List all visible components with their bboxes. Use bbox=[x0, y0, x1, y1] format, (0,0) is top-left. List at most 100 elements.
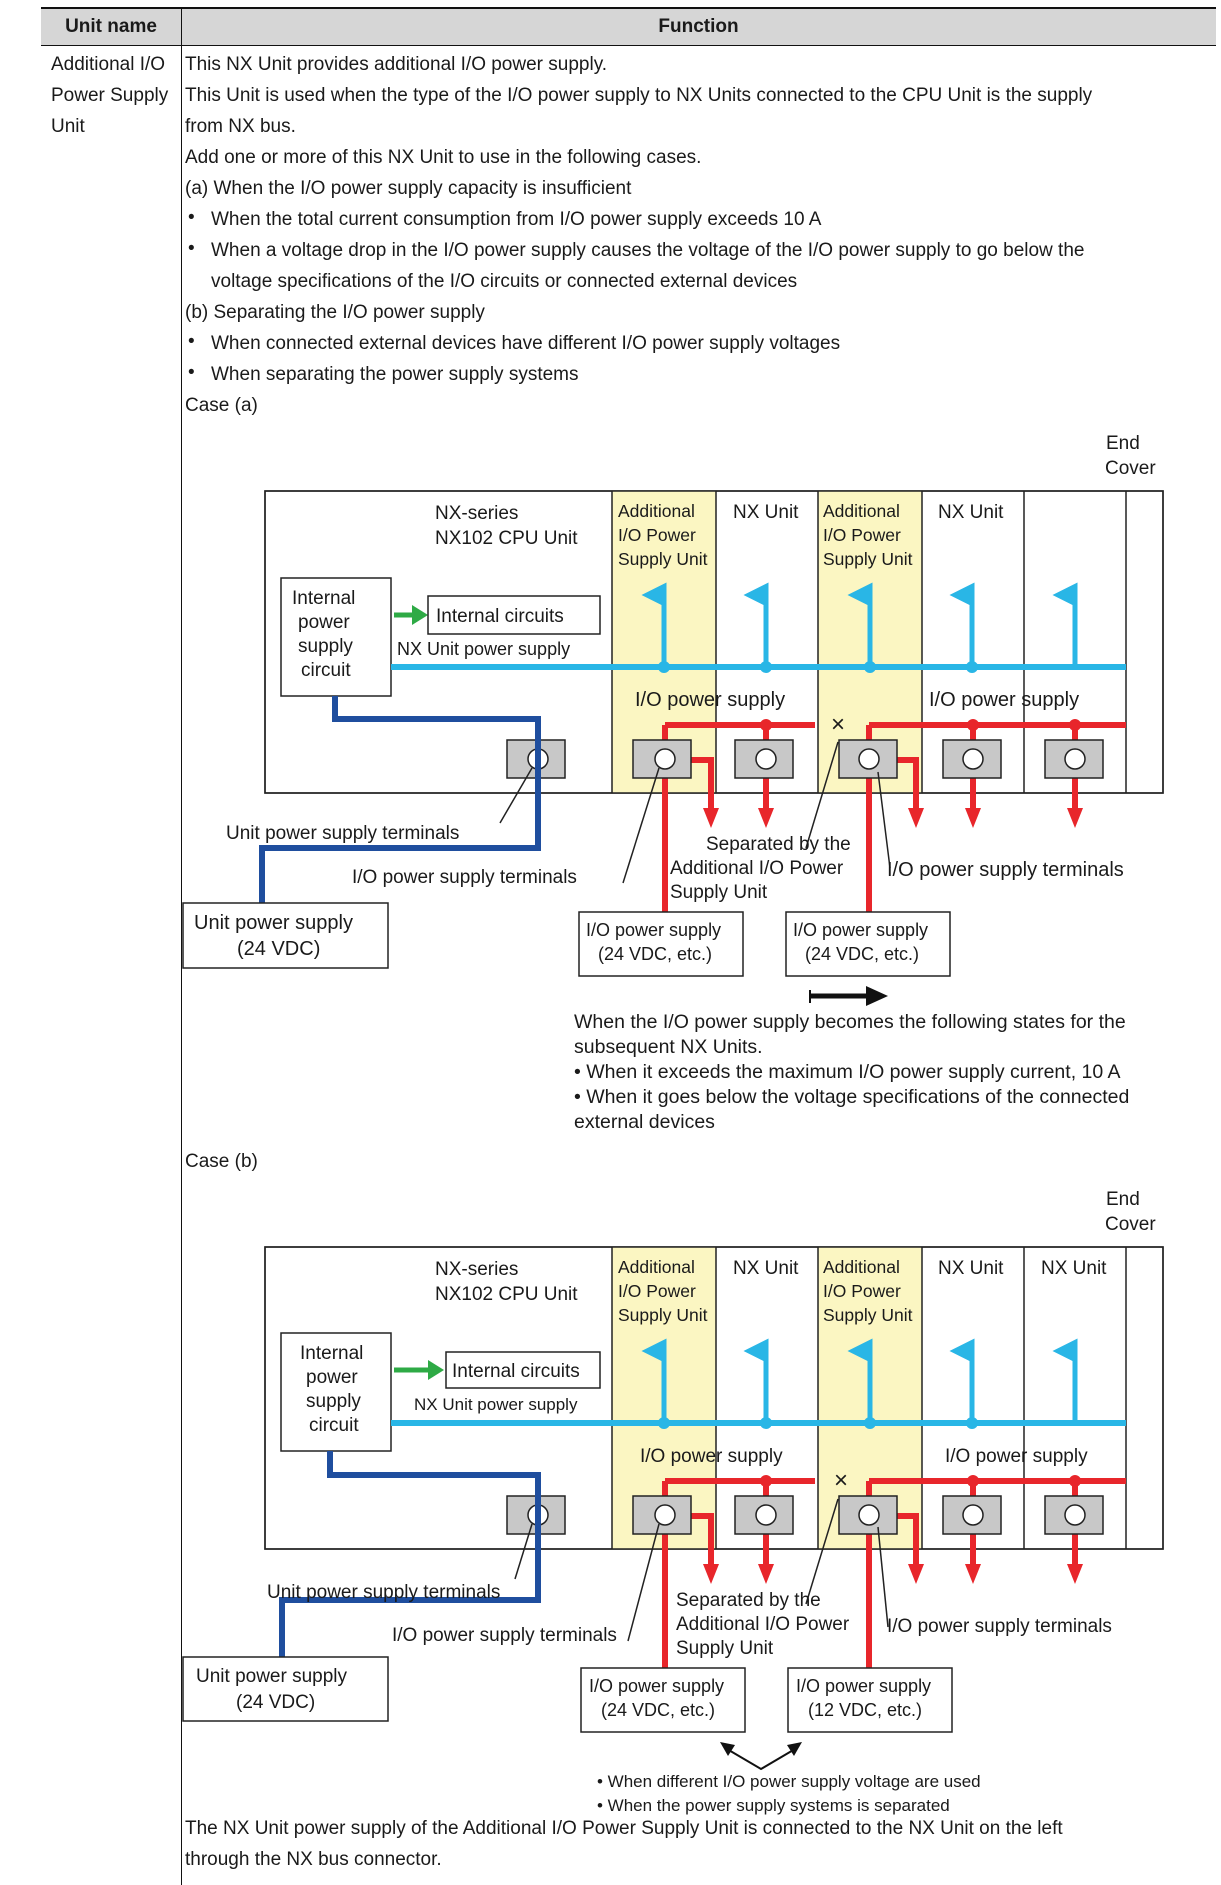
case-a-label: Case (a) bbox=[185, 395, 258, 416]
add-unit2-label-line3: Supply Unit bbox=[823, 549, 913, 569]
para-usage-line1: This Unit is used when the type of the I… bbox=[185, 85, 1093, 106]
internal-circuits-box bbox=[427, 595, 601, 635]
para-usage-line2: from NX bus. bbox=[185, 116, 296, 137]
case-b-label: Case (b) bbox=[185, 1151, 258, 1172]
io-ps2-b-line1: I/O power supply bbox=[796, 1676, 931, 1696]
bullet-mark: • bbox=[188, 362, 195, 383]
add-unit2-b-line2: I/O Power bbox=[823, 1281, 901, 1301]
internal-psc-b-line2: power bbox=[306, 1367, 358, 1388]
io-ps-box-2 bbox=[785, 911, 951, 977]
nx-unit-power-label: NX Unit power supply bbox=[397, 639, 570, 659]
nx-unit-power-b-label: NX Unit power supply bbox=[414, 1395, 578, 1414]
note-a-line4: • When it goes below the voltage specifi… bbox=[574, 1086, 1129, 1108]
io-ps1-b-line2: (24 VDC, etc.) bbox=[601, 1700, 715, 1720]
note-a-line1: When the I/O power supply becomes the fo… bbox=[574, 1011, 1126, 1033]
case-a-heading: (a) When the I/O power supply capacity i… bbox=[185, 178, 632, 199]
io-power-b-right: I/O power supply bbox=[945, 1446, 1088, 1467]
io-ps2-line1: I/O power supply bbox=[793, 920, 928, 940]
io-ps2-line2: (24 VDC, etc.) bbox=[805, 944, 919, 964]
cpu-label-line2: NX102 CPU Unit bbox=[435, 528, 578, 549]
para-intro: This NX Unit provides additional I/O pow… bbox=[185, 54, 608, 75]
add-unit2-b-line3: Supply Unit bbox=[823, 1305, 913, 1325]
bullet-mark: • bbox=[188, 238, 195, 259]
direction-arrow bbox=[866, 986, 888, 1006]
para-add: Add one or more of this NX Unit to use i… bbox=[185, 147, 702, 168]
nx-unit-b-label: NX Unit bbox=[1041, 1258, 1107, 1279]
x-mark-b: × bbox=[834, 1467, 848, 1494]
io-ps1-line1: I/O power supply bbox=[586, 920, 721, 940]
unit-ps-line2: (24 VDC) bbox=[237, 938, 320, 960]
unit-pst-label: Unit power supply terminals bbox=[226, 823, 459, 844]
unit-ps-box bbox=[182, 902, 389, 969]
diagram-case-b: End Cover NX-series NX102 CPU Unit Addit… bbox=[182, 1189, 1164, 1815]
note-a-line3: • When it exceeds the maximum I/O power … bbox=[574, 1061, 1121, 1083]
separated-b-line2: Additional I/O Power bbox=[676, 1614, 850, 1635]
unit-name-line2: Power Supply bbox=[51, 85, 169, 106]
nx-unit-label: NX Unit bbox=[733, 502, 799, 523]
case-a-item2-line2: voltage specifications of the I/O circui… bbox=[211, 271, 798, 292]
note-a-line2: subsequent NX Units. bbox=[574, 1036, 763, 1058]
io-ps-box-1 bbox=[578, 911, 744, 977]
add-unit1-b-line2: I/O Power bbox=[618, 1281, 696, 1301]
io-pst-label-left: I/O power supply terminals bbox=[352, 867, 577, 888]
nx-unit-label: NX Unit bbox=[938, 502, 1004, 523]
unit-ps-line1: Unit power supply bbox=[194, 912, 353, 934]
internal-psc-line1: Internal bbox=[292, 588, 355, 609]
add-unit1-label-line3: Supply Unit bbox=[618, 549, 708, 569]
unit-pst-b-label: Unit power supply terminals bbox=[267, 1582, 500, 1603]
io-pst-b-right: I/O power supply terminals bbox=[887, 1616, 1112, 1637]
internal-psc-line3: supply bbox=[298, 636, 353, 657]
io-power-b-left: I/O power supply bbox=[640, 1446, 783, 1467]
io-power-label-right: I/O power supply bbox=[929, 689, 1079, 711]
io-pst-label-right: I/O power supply terminals bbox=[887, 859, 1124, 881]
case-b-item1: When connected external devices have dif… bbox=[211, 333, 841, 354]
case-a-item1: When the total current consumption from … bbox=[211, 209, 822, 230]
unit-ps-b-line2: (24 VDC) bbox=[236, 1692, 315, 1713]
case-b-heading: (b) Separating the I/O power supply bbox=[185, 302, 485, 323]
separated-line1: Separated by the bbox=[706, 834, 851, 855]
table-header: Unit name Function bbox=[41, 7, 1216, 46]
add-unit1-b-line3: Supply Unit bbox=[618, 1305, 708, 1325]
column-divider bbox=[181, 9, 182, 1885]
bullet-mark: • bbox=[188, 207, 195, 228]
header-function: Function bbox=[658, 16, 739, 37]
case-a-item2-line1: When a voltage drop in the I/O power sup… bbox=[211, 240, 1085, 261]
internal-psc-line4: circuit bbox=[301, 660, 351, 681]
header-unit-name: Unit name bbox=[65, 16, 157, 37]
end-cover-label-line2: Cover bbox=[1105, 458, 1156, 479]
separated-line2: Additional I/O Power bbox=[670, 858, 844, 879]
end-cover-b-line2: Cover bbox=[1105, 1214, 1156, 1235]
final-note-line1: The NX Unit power supply of the Addition… bbox=[185, 1818, 1063, 1839]
internal-psc-b-line1: Internal bbox=[300, 1343, 363, 1364]
x-mark: × bbox=[831, 711, 845, 738]
internal-circuits-b-label: Internal circuits bbox=[452, 1361, 580, 1382]
io-pst-b-left: I/O power supply terminals bbox=[392, 1625, 617, 1646]
cpu-b-line2: NX102 CPU Unit bbox=[435, 1284, 578, 1305]
add-unit2-label-line1: Additional bbox=[823, 501, 900, 521]
end-cover-b-line1: End bbox=[1106, 1189, 1140, 1210]
io-ps1-b-line1: I/O power supply bbox=[589, 1676, 724, 1696]
note-a-line5: external devices bbox=[574, 1111, 715, 1133]
add-unit2-b-line1: Additional bbox=[823, 1257, 900, 1277]
case-b-item2: When separating the power supply systems bbox=[211, 364, 579, 385]
note-b-line1: • When different I/O power supply voltag… bbox=[597, 1772, 981, 1791]
internal-psc-b-line3: supply bbox=[306, 1391, 361, 1412]
io-power-label-left: I/O power supply bbox=[635, 689, 785, 711]
separated-line3: Supply Unit bbox=[670, 882, 768, 903]
end-cover-label-line1: End bbox=[1106, 433, 1140, 454]
final-note-line2: through the NX bus connector. bbox=[185, 1849, 442, 1870]
cpu-b-line1: NX-series bbox=[435, 1259, 518, 1280]
green-arrow bbox=[412, 605, 428, 625]
bullet-mark: • bbox=[188, 331, 195, 352]
internal-psc-line2: power bbox=[298, 612, 350, 633]
add-unit1-label-line1: Additional bbox=[618, 501, 695, 521]
nx-unit-b-label: NX Unit bbox=[938, 1258, 1004, 1279]
internal-psc-box bbox=[280, 577, 392, 697]
separated-b-line1: Separated by the bbox=[676, 1590, 821, 1611]
nx-unit-b-label: NX Unit bbox=[733, 1258, 799, 1279]
cpu-label-line1: NX-series bbox=[435, 503, 518, 524]
separated-b-line3: Supply Unit bbox=[676, 1638, 774, 1659]
unit-ps-b-line1: Unit power supply bbox=[196, 1666, 348, 1687]
io-ps2-b-line2: (12 VDC, etc.) bbox=[808, 1700, 922, 1720]
